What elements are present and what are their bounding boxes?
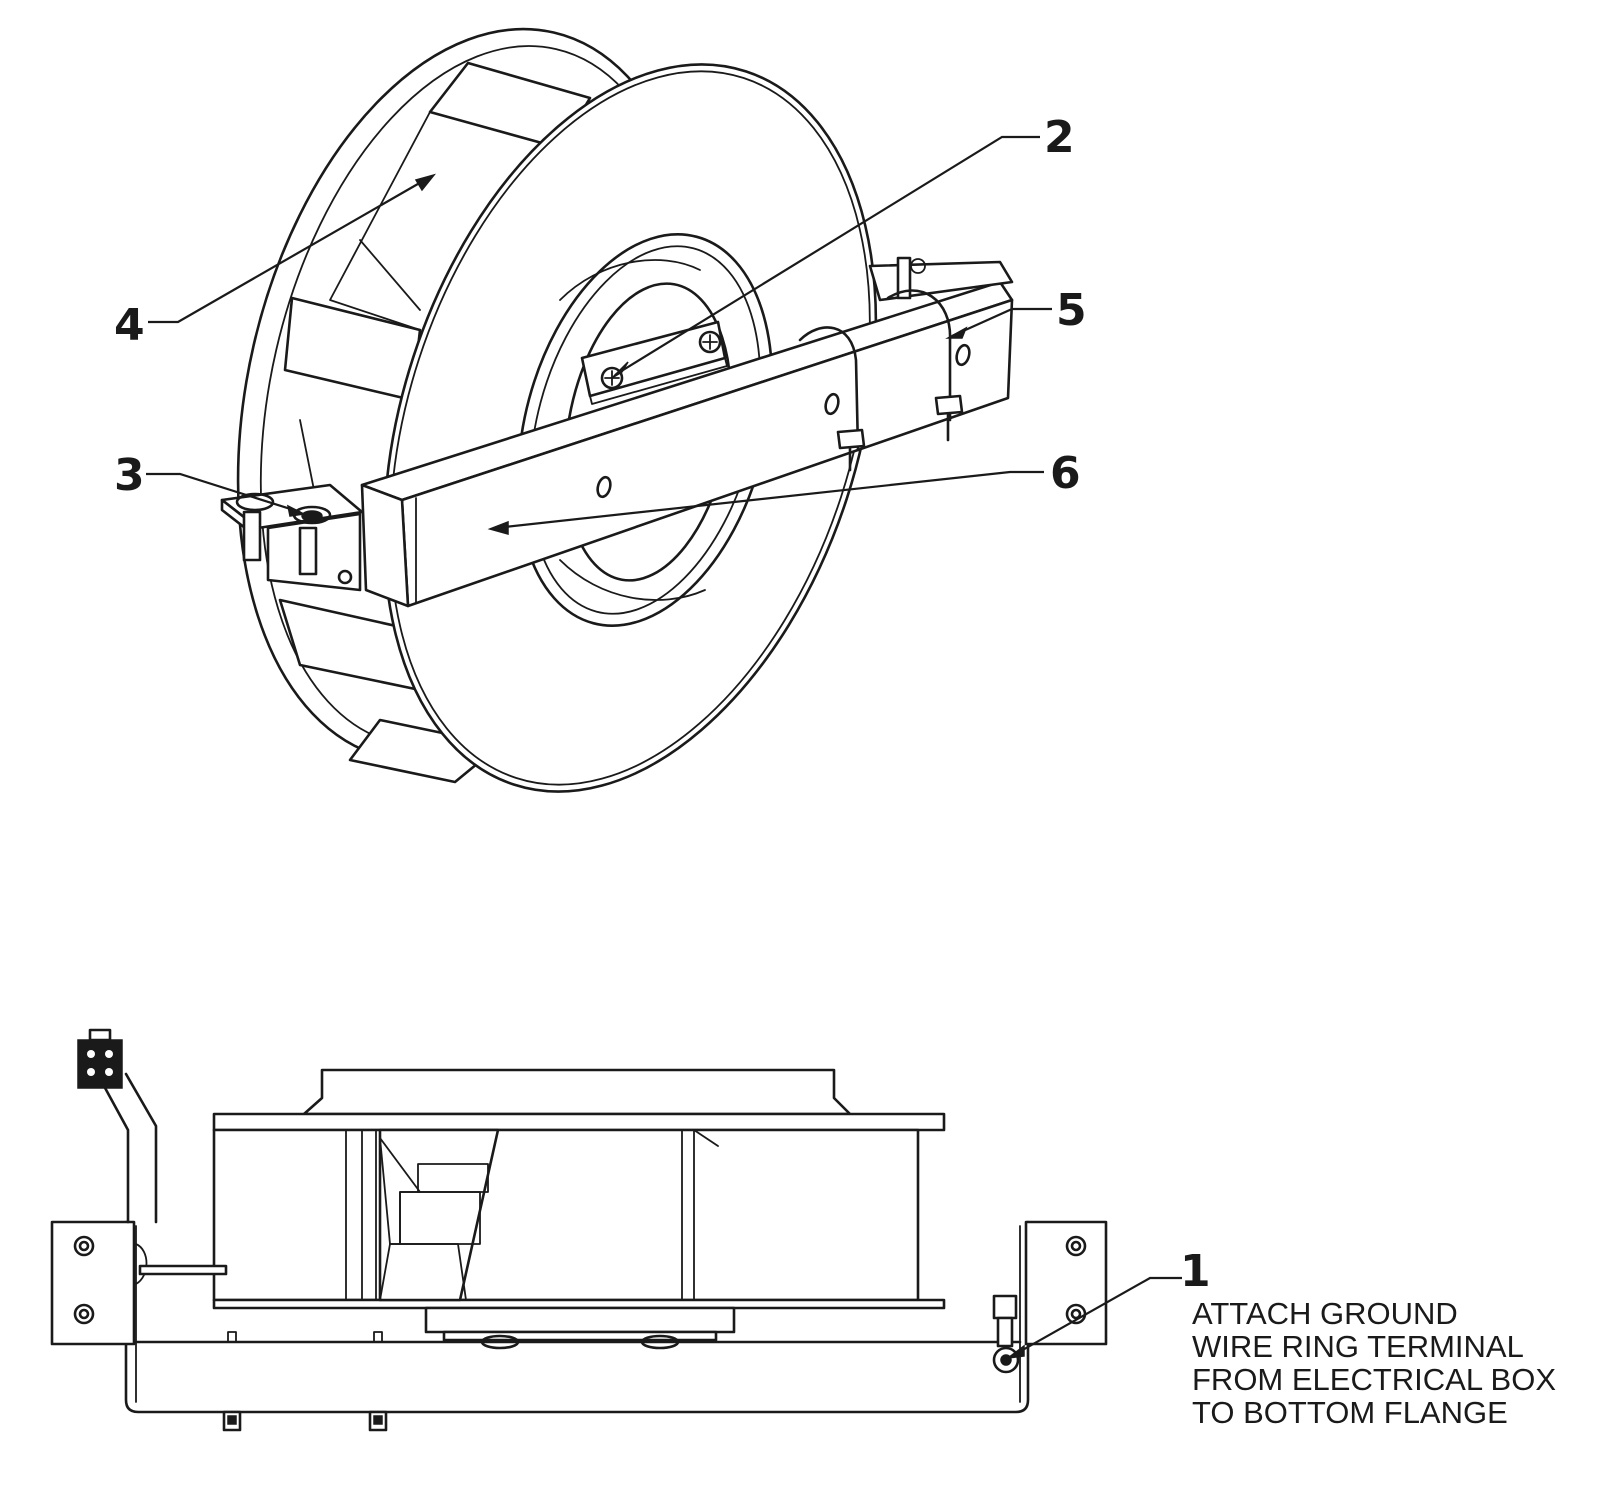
left-mounting-bracket	[220, 483, 364, 592]
leader-lines-top	[146, 135, 1052, 535]
screw-icon	[600, 366, 624, 390]
callout-6: 6	[1050, 448, 1081, 499]
motor-mount-plate	[580, 320, 728, 405]
callout-3: 3	[114, 450, 145, 501]
right-end-plate	[1024, 1220, 1108, 1346]
screw-icon	[698, 330, 722, 354]
inlet-cone	[302, 1068, 852, 1116]
wheel-body	[212, 1112, 946, 1132]
bolt-hole-icon	[73, 1235, 95, 1257]
wire-harness	[102, 1084, 130, 1224]
leader-line-1	[1011, 1276, 1182, 1357]
callout-1: 1	[1180, 1246, 1211, 1297]
note-line-2: WIRE RING TERMINAL	[1192, 1329, 1524, 1364]
note-line-4: TO BOTTOM FLANGE	[1192, 1395, 1508, 1430]
note-line-3: FROM ELECTRICAL BOX	[1192, 1362, 1556, 1397]
callout-2: 2	[1044, 112, 1075, 163]
ground-ring-terminal	[992, 1294, 1020, 1374]
callout-4: 4	[114, 300, 145, 351]
callout-5: 5	[1056, 285, 1087, 336]
bottom-flange-channel	[124, 1220, 1030, 1414]
ground-wire-note: ATTACH GROUND WIRE RING TERMINAL FROM EL…	[1192, 1296, 1556, 1430]
side-elevation-view: 1 ATTACH GROUND WIRE RING TERMINAL FROM …	[50, 1028, 1556, 1432]
support-channel	[360, 256, 1014, 608]
bolt-hole-icon	[73, 1303, 95, 1325]
left-end-plate	[50, 1220, 136, 1346]
bolt-hole-icon	[1065, 1235, 1087, 1257]
isometric-blower-view: 2 3 4 5 6	[114, 27, 1087, 793]
electrical-connector-icon	[77, 1028, 123, 1089]
note-line-1: ATTACH GROUND	[1192, 1296, 1458, 1331]
